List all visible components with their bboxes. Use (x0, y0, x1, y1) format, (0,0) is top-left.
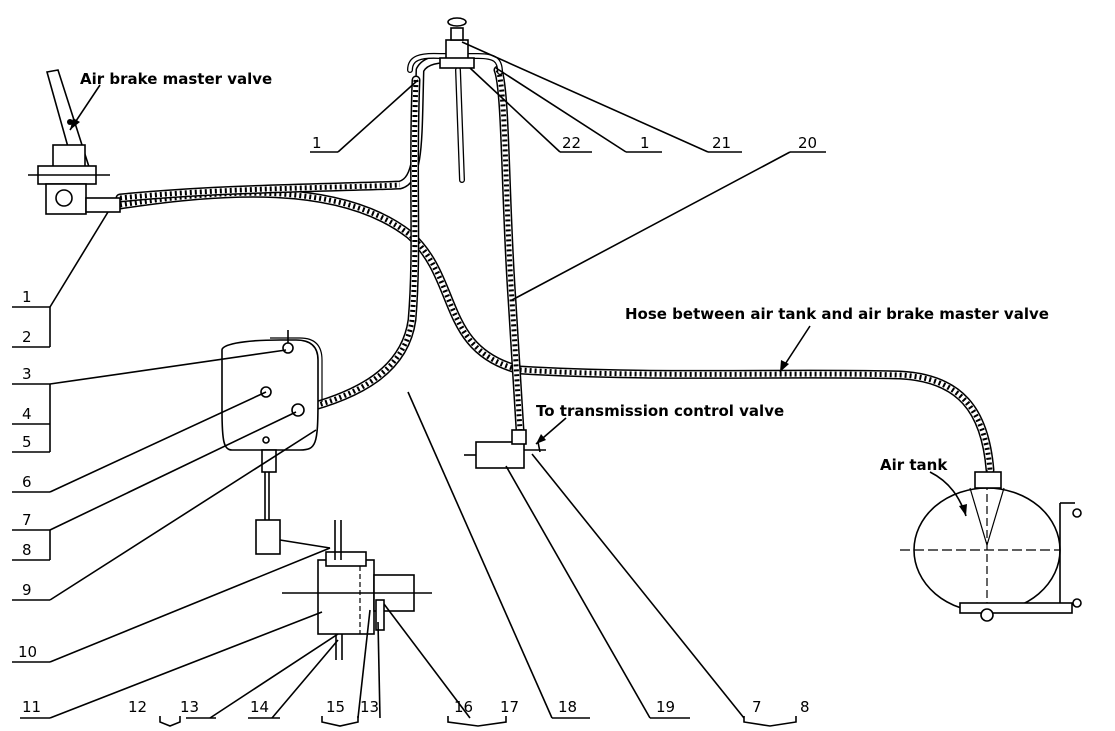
num-17: 17 (500, 698, 519, 716)
hose-top-to-transmission (493, 65, 525, 435)
num-left-8: 8 (22, 541, 32, 559)
label-to-transmission: To transmission control valve (536, 402, 784, 420)
num-left-6: 6 (22, 473, 32, 491)
brake-cylinder-assembly (221, 330, 331, 555)
num-left-7: 7 (22, 511, 32, 529)
num-18: 18 (558, 698, 577, 716)
num-left-2: 2 (22, 328, 32, 346)
pump-assembly (282, 520, 432, 660)
hose-master-valve-to-top-valve (115, 54, 457, 203)
num-left-5: 5 (22, 433, 32, 451)
num-13-a: 13 (180, 698, 199, 716)
label-hose-between: Hose between air tank and air brake mast… (625, 305, 1049, 323)
num-7-bottom: 7 (752, 698, 762, 716)
num-left-1: 1 (22, 288, 32, 306)
air-tank (900, 470, 1082, 622)
label-air-brake-master-valve: Air brake master valve (80, 70, 272, 88)
hose-top-to-cylinder (295, 75, 421, 415)
num-12: 12 (128, 698, 147, 716)
num-19: 19 (656, 698, 675, 716)
pipe-top-center (455, 67, 465, 183)
num-14: 14 (250, 698, 269, 716)
num-15: 15 (326, 698, 345, 716)
transmission-control-valve (464, 429, 546, 469)
label-air-tank: Air tank (880, 456, 948, 474)
air-brake-master-valve (28, 69, 121, 215)
num-left-9: 9 (22, 581, 32, 599)
top-valve (407, 17, 503, 75)
num-left-10: 10 (18, 643, 37, 661)
num-21: 21 (712, 134, 731, 152)
num-13-b: 13 (360, 698, 379, 716)
num-left-3: 3 (22, 365, 32, 383)
num-22: 22 (562, 134, 581, 152)
num-1-top: 1 (312, 134, 322, 152)
num-8-bottom: 8 (800, 698, 810, 716)
num-left-4: 4 (22, 405, 32, 423)
leader-lines (12, 41, 967, 727)
num-16: 16 (454, 698, 473, 716)
num-20: 20 (798, 134, 817, 152)
num-1-mid: 1 (640, 134, 650, 152)
num-11: 11 (22, 698, 41, 716)
